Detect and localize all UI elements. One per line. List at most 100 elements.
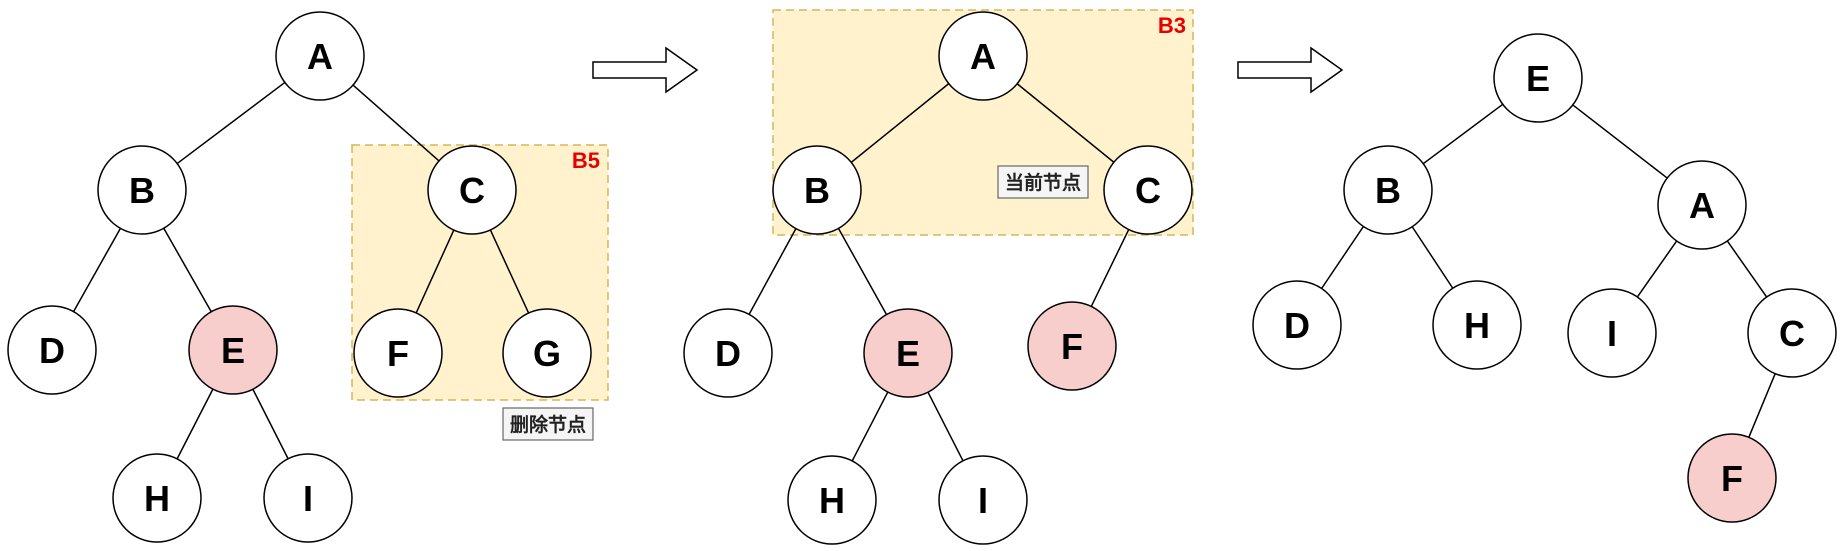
edge-p3-A-p3-C bbox=[1726, 240, 1768, 298]
edge-p1-A-p1-C bbox=[352, 84, 440, 162]
annotation-notes: 删除节点 当前节点 bbox=[502, 165, 1089, 441]
node-circle-p3-H bbox=[1432, 280, 1522, 370]
node-circle-p1-C bbox=[427, 145, 517, 235]
node-label-p3-C: C bbox=[1779, 313, 1805, 354]
tree-node-p2-C: C bbox=[1103, 145, 1193, 235]
edge-p3-A-p3-I bbox=[1636, 240, 1678, 298]
tree-node-p3-C: C bbox=[1747, 288, 1837, 378]
node-circle-p1-I bbox=[263, 453, 353, 543]
transition-arrows bbox=[592, 46, 1344, 94]
tree-node-p3-A: A bbox=[1657, 160, 1747, 250]
edge-p2-C-p2-F bbox=[1090, 229, 1130, 307]
node-circle-p1-H bbox=[112, 453, 202, 543]
tree-node-p2-E: E bbox=[863, 308, 953, 398]
edge-p1-A-p1-B bbox=[176, 81, 286, 165]
tree-node-p2-H: H bbox=[787, 455, 877, 545]
node-circle-p1-A bbox=[275, 11, 365, 101]
tree-node-p3-B: B bbox=[1343, 145, 1433, 235]
node-label-p1-C: C bbox=[459, 170, 485, 211]
node-circle-p3-I bbox=[1567, 288, 1657, 378]
node-circle-p2-I bbox=[938, 455, 1028, 545]
tree-node-p2-A: A bbox=[938, 11, 1028, 101]
edge-p2-A-p2-C bbox=[1016, 83, 1115, 163]
node-label-p2-H: H bbox=[819, 480, 845, 521]
node-label-p3-H: H bbox=[1464, 305, 1490, 346]
panel-1-note-text: 删除节点 bbox=[510, 413, 586, 436]
node-label-p1-I: I bbox=[303, 478, 313, 519]
tree-node-p3-F: F bbox=[1687, 433, 1777, 523]
node-circle-p2-C bbox=[1103, 145, 1193, 235]
tree-node-p1-D: D bbox=[7, 305, 97, 395]
node-label-p1-B: B bbox=[129, 170, 155, 211]
edge-p3-E-p3-A bbox=[1572, 104, 1668, 179]
node-label-p3-I: I bbox=[1607, 313, 1617, 354]
node-label-p2-I: I bbox=[978, 480, 988, 521]
node-label-p3-A: A bbox=[1689, 185, 1715, 226]
node-circle-p1-E bbox=[188, 305, 278, 395]
tree-node-p1-F: F bbox=[353, 308, 443, 398]
tree-node-p2-I: I bbox=[938, 455, 1028, 545]
tree-node-p1-G: G bbox=[502, 308, 592, 398]
node-circle-p2-F bbox=[1027, 301, 1117, 391]
panel-2-region-label: B3 bbox=[1158, 13, 1186, 38]
node-circle-p2-E bbox=[863, 308, 953, 398]
tree-node-p2-B: B bbox=[772, 145, 862, 235]
node-circle-p3-D bbox=[1252, 280, 1342, 370]
tree-node-p3-H: H bbox=[1432, 280, 1522, 370]
node-label-p1-H: H bbox=[144, 478, 170, 519]
edge-p3-C-p3-F bbox=[1748, 373, 1776, 438]
tree-node-p2-D: D bbox=[683, 308, 773, 398]
tree-node-p1-C: C bbox=[427, 145, 517, 235]
node-circle-p1-D bbox=[7, 305, 97, 395]
edge-p1-E-p1-H bbox=[176, 388, 214, 460]
node-circle-p2-D bbox=[683, 308, 773, 398]
panel-2-note-text: 当前节点 bbox=[1005, 171, 1081, 194]
tree-node-p3-I: I bbox=[1567, 288, 1657, 378]
transition-arrow-2 bbox=[1237, 46, 1344, 94]
node-circle-p2-B bbox=[772, 145, 862, 235]
node-label-p2-F: F bbox=[1061, 326, 1083, 367]
tree-node-p1-E: E bbox=[188, 305, 278, 395]
node-circle-p2-H bbox=[787, 455, 877, 545]
panel-1-note-box bbox=[502, 407, 594, 441]
tree-node-p3-D: D bbox=[1252, 280, 1342, 370]
node-circle-p3-B bbox=[1343, 145, 1433, 235]
node-circle-p3-E bbox=[1493, 33, 1583, 123]
edge-p2-E-p2-H bbox=[851, 391, 889, 462]
node-label-p1-D: D bbox=[39, 330, 65, 371]
edge-p1-C-p1-F bbox=[415, 229, 455, 314]
tree-edges bbox=[72, 81, 1776, 462]
node-circle-p3-C bbox=[1747, 288, 1837, 378]
tree-node-p3-E: E bbox=[1493, 33, 1583, 123]
edge-p1-B-p1-D bbox=[72, 227, 122, 313]
node-label-p1-G: G bbox=[533, 333, 561, 374]
node-label-p2-C: C bbox=[1135, 170, 1161, 211]
node-label-p2-D: D bbox=[715, 333, 741, 374]
node-circle-p3-F bbox=[1687, 433, 1777, 523]
node-label-p1-E: E bbox=[221, 330, 245, 371]
node-circle-p1-F bbox=[353, 308, 443, 398]
node-label-p2-A: A bbox=[970, 36, 996, 77]
tree-nodes: A B C D E F G H I A B C D E F H I E B A D H I C F bbox=[7, 11, 1837, 545]
edge-p1-C-p1-G bbox=[489, 229, 530, 314]
tree-node-p2-F: F bbox=[1027, 301, 1117, 391]
node-label-p2-B: B bbox=[804, 170, 830, 211]
edge-p2-B-p2-E bbox=[837, 228, 888, 315]
tree-node-p1-H: H bbox=[112, 453, 202, 543]
edge-p1-E-p1-I bbox=[252, 388, 289, 460]
tree-node-p1-I: I bbox=[263, 453, 353, 543]
node-label-p3-D: D bbox=[1284, 305, 1310, 346]
node-circle-p3-A bbox=[1657, 160, 1747, 250]
node-circle-p2-A bbox=[938, 11, 1028, 101]
node-label-p1-A: A bbox=[307, 36, 333, 77]
node-circle-p1-B bbox=[97, 145, 187, 235]
tree-node-p1-B: B bbox=[97, 145, 187, 235]
edge-p3-B-p3-H bbox=[1411, 226, 1454, 289]
node-label-p1-F: F bbox=[387, 333, 409, 374]
edge-p2-B-p2-D bbox=[748, 228, 797, 315]
node-label-p3-E: E bbox=[1526, 58, 1550, 99]
panel-1-region-label: B5 bbox=[572, 148, 600, 173]
edge-p3-B-p3-D bbox=[1320, 226, 1365, 289]
edge-p3-E-p3-B bbox=[1422, 103, 1504, 165]
